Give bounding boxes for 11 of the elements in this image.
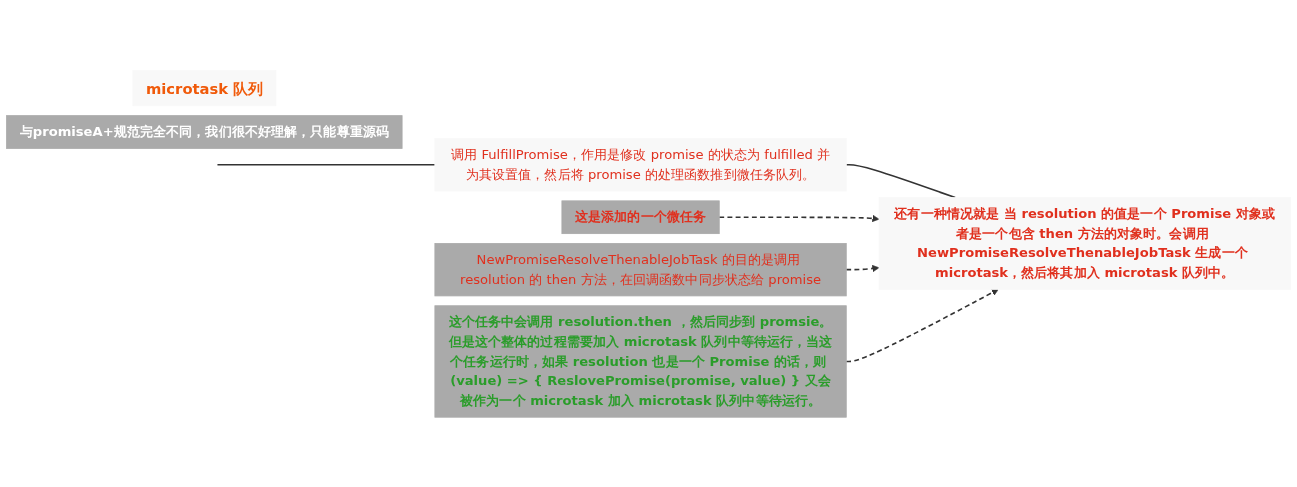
node-box: 这是添加的一个微任务 (561, 200, 720, 234)
node-box: 调用 FulfillPromise，作用是修改 promise 的状态为 fulfilled 并为其设置值，然后将 promise 的处理函数推到微任务队列。 (434, 137, 847, 192)
connector (216, 163, 436, 166)
node-box: 还有一种情况就是 当 resolution 的值是一个 Promise 对象或者是一个包含 then 方法的对象时。会调用 NewPromiseResolveThenableJobTask 生成一个 microtask，然后将其加入 microtask 队列中。 (878, 196, 1291, 290)
node-box: 与promiseA+规范完全不同，我们很不好理解，只能尊重源码 (6, 114, 403, 149)
node-box: 这个任务中会调用 resolution.then ，然后同步到 promsie。但是这个整体的过程需要加入 microtask 队列中等待运行，当这个任务运行时，如果 resolution 也是一个 Promise 的话，则 (value) => { ReslovePromise(promise, value) } 又会被作为一个 microtask 加入 microtask 队列中等待运行。 (434, 304, 847, 418)
arrow (718, 214, 880, 222)
arrow (845, 288, 999, 362)
connector (845, 163, 956, 198)
arrow (845, 264, 880, 272)
node-box: NewPromiseResolveThenableJobTask 的目的是调用 resolution 的 then 方法，在回调函数中同步状态给 promise (434, 242, 847, 296)
